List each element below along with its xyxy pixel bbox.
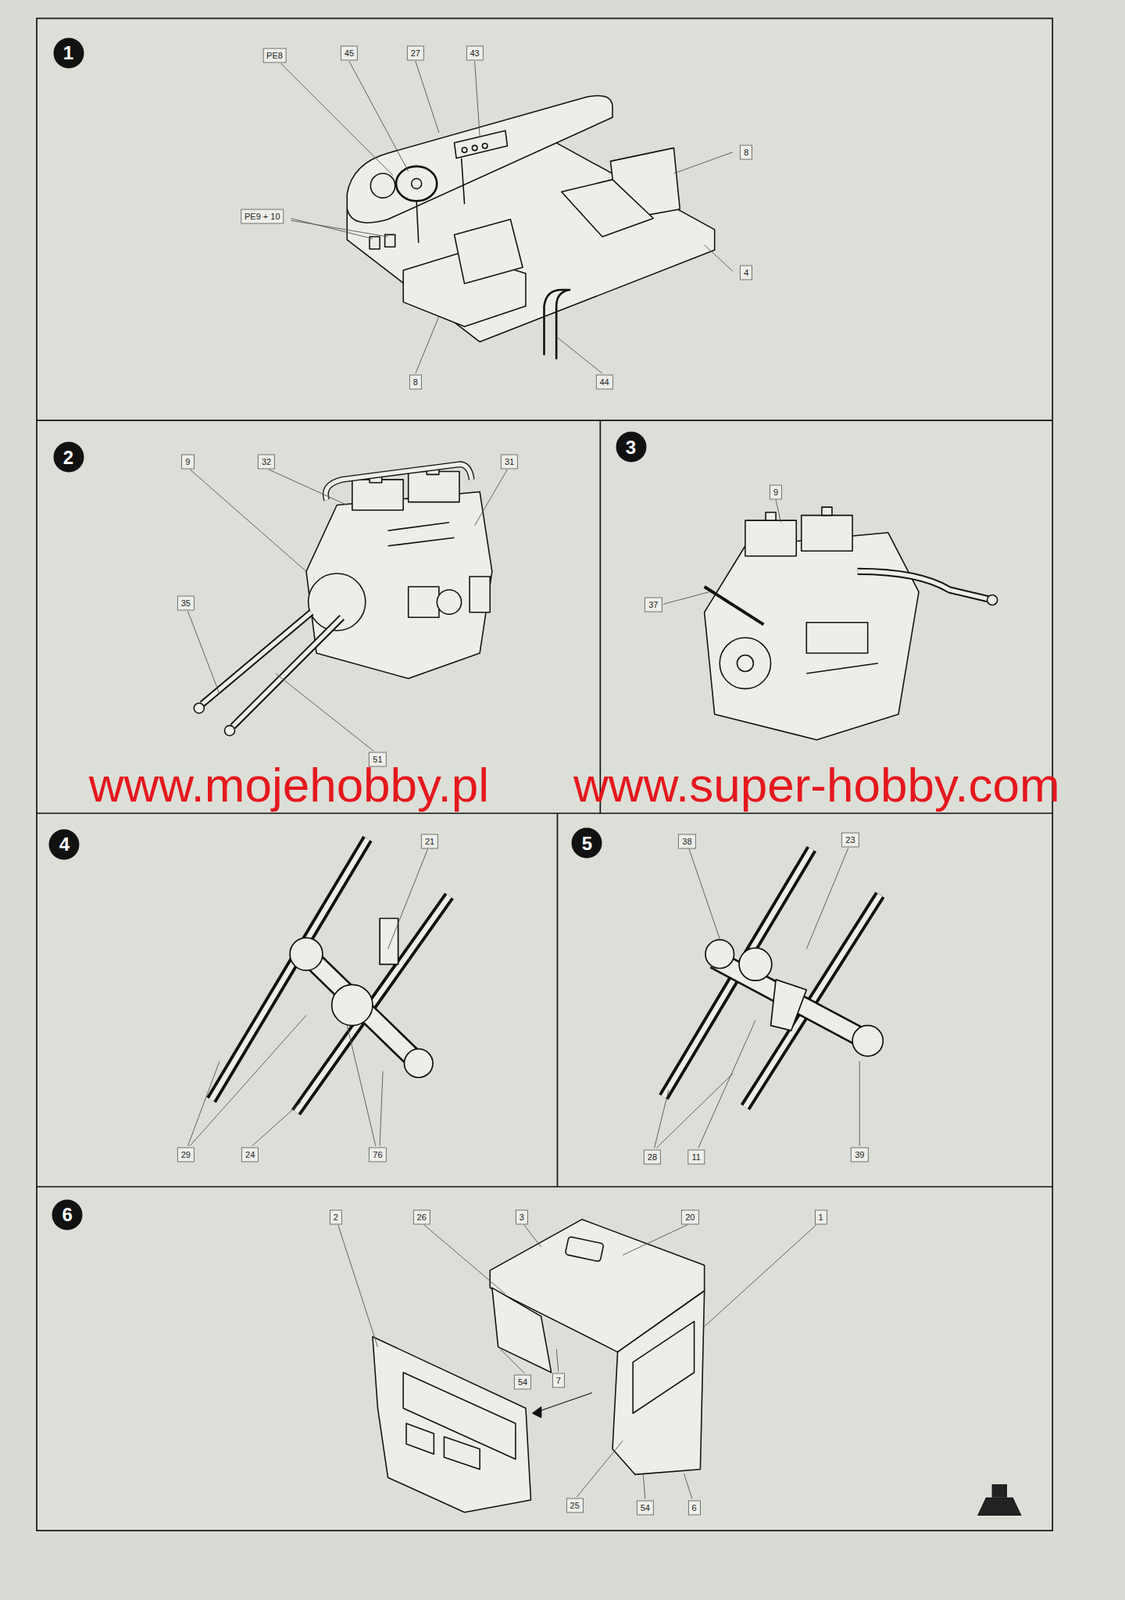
callout-number: 6 (688, 1500, 701, 1516)
callout-number: 32 (257, 453, 275, 469)
step-number-text: 5 (582, 832, 593, 854)
step-number: 5 (571, 828, 603, 859)
callout-text: 35 (181, 598, 191, 608)
callout-text: 29 (181, 1149, 191, 1159)
callout-text: 3 (519, 1211, 525, 1222)
callout-number: 45 (340, 45, 358, 61)
step-number: 3 (615, 432, 647, 463)
callout-number: 4 (739, 264, 753, 280)
callout-text: 23 (845, 835, 855, 845)
callout-number: 39 (850, 1146, 868, 1162)
callout-number: 44 (595, 374, 613, 390)
callout-number: PE8 (262, 47, 287, 63)
step-number: 2 (53, 442, 84, 473)
callout-number: 76 (368, 1146, 386, 1162)
callout-text: 31 (504, 456, 515, 466)
step-number-text: 4 (59, 833, 70, 856)
callout-text: PE8 (266, 50, 283, 60)
callout-text: 8 (743, 146, 749, 157)
callout-number: 38 (678, 833, 696, 849)
callout-text: 8 (413, 376, 418, 386)
callout-number: 25 (566, 1498, 584, 1514)
step-number-text: 2 (63, 446, 74, 468)
callout-text: 9 (185, 456, 190, 466)
callout-number: 20 (681, 1209, 699, 1225)
callout-text: 2 (333, 1211, 339, 1222)
callout-text: 38 (682, 835, 692, 846)
callout-text: 1 (818, 1211, 824, 1222)
callout-number: 26 (413, 1209, 431, 1225)
callout-number: 37 (644, 596, 662, 612)
callout-text: 32 (261, 456, 272, 466)
callout-text: 54 (517, 1377, 528, 1387)
callout-text: 21 (425, 835, 435, 846)
callout-number: 24 (241, 1146, 259, 1162)
callout-number: 23 (841, 832, 859, 848)
callout-text: PE9 + 10 (244, 211, 281, 222)
step-number: 4 (49, 828, 80, 860)
callout-text: 11 (691, 1151, 700, 1161)
callout-text: 76 (372, 1149, 383, 1159)
callout-text: 7 (556, 1375, 561, 1385)
callout-number: 2 (329, 1209, 343, 1225)
step-number-text: 3 (625, 435, 636, 458)
callout-text: 27 (410, 47, 421, 58)
callout-number: 35 (177, 596, 195, 611)
callout-text: 4 (743, 267, 749, 277)
callout-number: 29 (177, 1146, 195, 1162)
callout-number: 21 (421, 833, 439, 849)
callout-number: PE9 + 10 (240, 209, 285, 225)
callout-number: 31 (500, 453, 518, 469)
step-number-text: 6 (62, 1203, 73, 1226)
callout-text: 44 (599, 376, 609, 386)
callout-number: 28 (643, 1149, 661, 1165)
step-number-text: 1 (63, 42, 74, 65)
callout-text: 39 (854, 1149, 865, 1159)
callout-number: 7 (552, 1372, 565, 1388)
callout-number: 9 (769, 484, 783, 500)
callout-text: 20 (685, 1211, 695, 1222)
callout-text: 26 (417, 1211, 427, 1222)
callout-number: 8 (739, 144, 753, 160)
callout-number: 54 (636, 1500, 654, 1516)
callout-number: 8 (409, 374, 422, 390)
callout-text: 37 (648, 599, 658, 609)
watermark: www.super-hobby.com (573, 756, 1061, 812)
watermark: www.mojehobby.pl (89, 756, 490, 812)
callout-text: 28 (647, 1151, 658, 1161)
callout-number: 54 (514, 1375, 532, 1390)
callout-number: 3 (515, 1209, 529, 1225)
callout-text: 6 (692, 1503, 697, 1513)
callout-number: 43 (465, 45, 483, 61)
callout-text: 9 (773, 486, 779, 497)
callout-text: 45 (344, 47, 354, 58)
callout-text: 25 (570, 1500, 580, 1511)
callout-text: 24 (245, 1149, 255, 1159)
callout-number: 1 (814, 1209, 828, 1225)
callout-number: 11 (687, 1149, 704, 1165)
callout-number: 27 (407, 45, 425, 61)
callout-text: 43 (469, 47, 479, 58)
callout-text: 54 (640, 1503, 650, 1513)
step-number: 6 (52, 1199, 83, 1230)
step-number: 1 (53, 37, 84, 68)
callout-number: 9 (181, 453, 194, 469)
